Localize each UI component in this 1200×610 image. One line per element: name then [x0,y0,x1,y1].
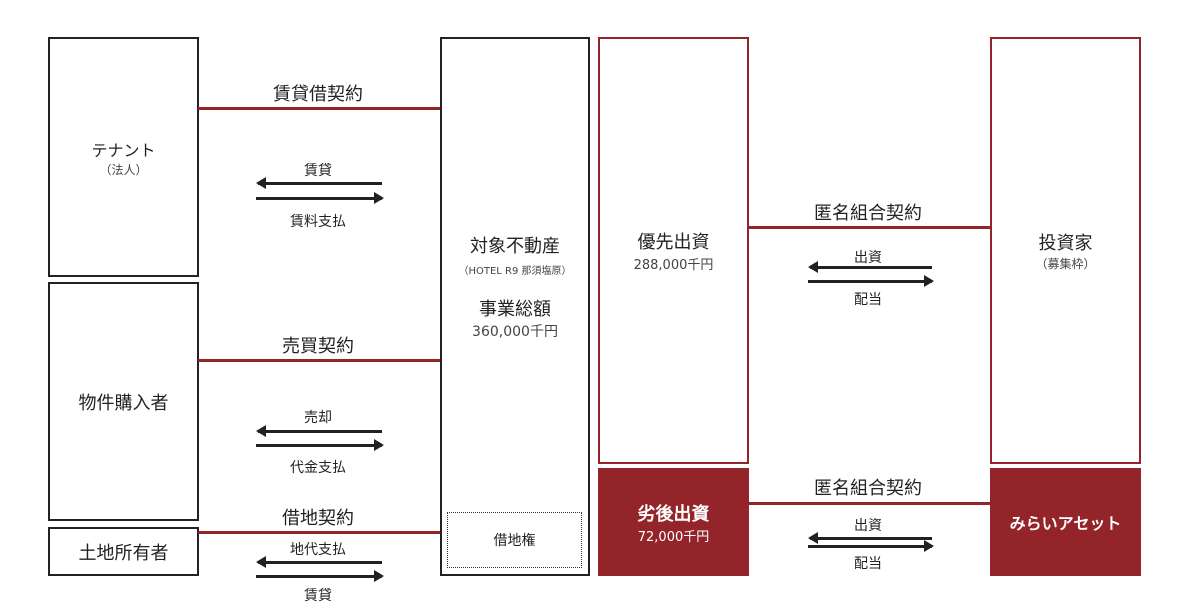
land-top: 地代支払 [290,542,346,558]
landowner-title: 土地所有者 [78,542,169,564]
lease-top: 賃貸 [304,163,332,179]
senior-box: 優先出資 288,000千円 [598,37,749,464]
tenant-sub: （法人） [99,162,148,177]
investor-title: 投資家 [1038,233,1093,254]
mirai-box: みらいアセット [990,468,1141,576]
tk-junior-label: 匿名組合契約 [814,478,922,499]
arrow-right-icon [808,540,934,552]
arrow-left-icon [256,425,382,437]
arrow-right-icon [256,570,384,582]
tenant-box: テナント （法人） [48,37,199,277]
arrow-right-icon [808,275,934,287]
junior-value: 72,000千円 [637,529,710,545]
junior-box: 劣後出資 72,000千円 [598,468,749,576]
leasehold-box: 借地権 [447,512,582,568]
land-bottom: 賃貸 [304,588,332,604]
lease-line [198,107,440,110]
land-label: 借地契約 [282,508,354,529]
mirai-title: みらいアセット [1009,514,1122,533]
tk-senior-bottom: 配当 [854,292,882,308]
arrow-left-icon [808,261,932,273]
arrow-left-icon [256,556,382,568]
tk-senior-line [748,226,990,229]
arrow-left-icon [256,177,382,189]
arrow-right-icon [256,439,384,451]
lease-label: 賃貸借契約 [273,84,363,105]
property-sub: （HOTEL R9 那須塩原） [458,266,572,277]
property-box: 対象不動産 （HOTEL R9 那須塩原） 事業総額 360,000千円 [440,37,590,576]
sale-label: 売買契約 [282,336,354,357]
landowner-box: 土地所有者 [48,527,199,576]
buyer-title: 物件購入者 [78,392,169,414]
tk-junior-top: 出資 [854,518,882,534]
tk-senior-top: 出資 [854,250,882,266]
senior-value: 288,000千円 [633,258,714,273]
buyer-box: 物件購入者 [48,282,199,521]
tk-senior-label: 匿名組合契約 [814,203,922,224]
investor-box: 投資家 （募集枠） [990,37,1141,464]
senior-title: 優先出資 [637,232,710,253]
sale-top: 売却 [304,410,332,426]
total-label: 事業総額 [479,299,551,320]
investor-sub: （募集枠） [1035,257,1096,271]
tenant-title: テナント [91,140,156,160]
sale-bottom: 代金支払 [290,460,346,476]
arrow-left-icon [808,532,932,544]
total-value: 360,000千円 [472,324,558,340]
junior-title: 劣後出資 [637,503,710,525]
property-title: 対象不動産 [470,236,560,257]
lease-bottom: 賃料支払 [290,214,346,230]
tk-junior-line [748,502,990,505]
arrow-right-icon [256,192,384,204]
land-line [198,531,440,534]
tk-junior-bottom: 配当 [854,556,882,572]
sale-line [198,359,440,362]
